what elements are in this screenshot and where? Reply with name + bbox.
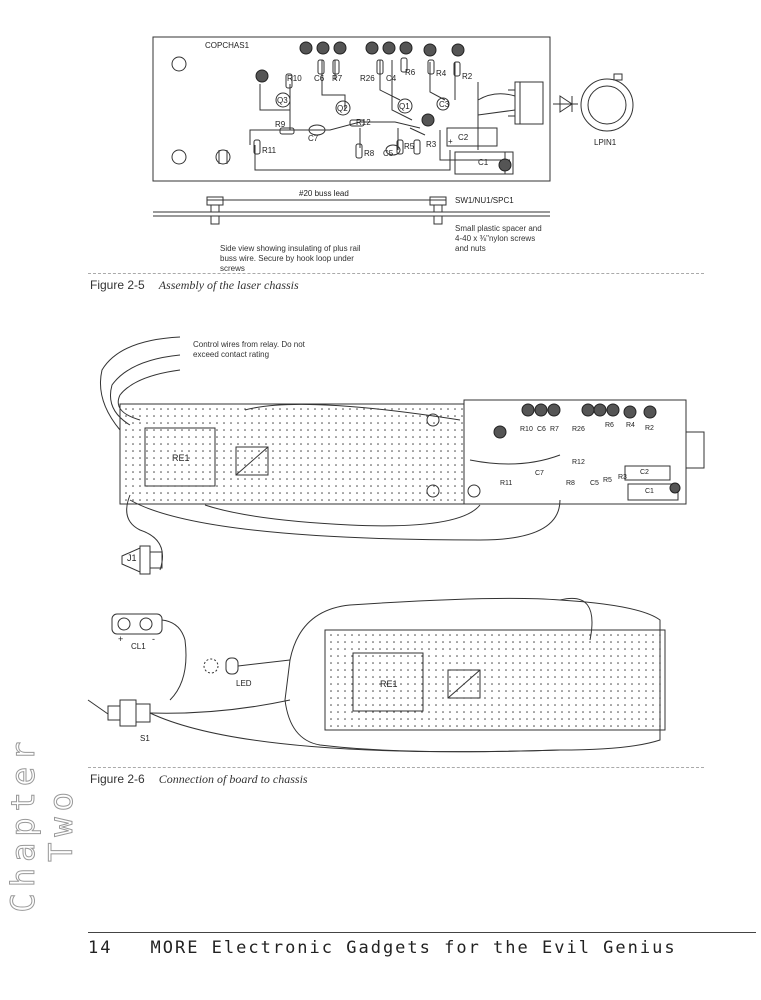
footer-rule: [88, 932, 756, 933]
fig6-c5: C5: [590, 480, 599, 487]
fig6-jack-label: J1: [127, 553, 137, 563]
fig5-side-view-note: Side view showing insulating of plus rai…: [220, 244, 361, 273]
fig6-control-note: Control wires from relay. Do not exceed …: [193, 340, 305, 359]
fig5-c2: C2: [458, 133, 469, 142]
fig5-r3: R3: [426, 140, 437, 149]
fig5-r26: R26: [360, 74, 375, 83]
fig6-caption-rule: [88, 767, 704, 768]
fig6-r3: R3: [618, 474, 627, 481]
fig6-caption-title: Connection of board to chassis: [158, 772, 308, 786]
page-number: 14: [88, 938, 113, 958]
fig5-r7: R7: [332, 74, 343, 83]
fig5-c7: C7: [308, 134, 319, 143]
fig6-caption: Figure 2-6 Connection of board to chassis: [90, 772, 308, 787]
fig6-caption-number: Figure 2-6: [90, 772, 145, 786]
fig6-r26: R26: [572, 426, 585, 433]
fig6-c2: C2: [640, 469, 649, 476]
fig5-buss-label: #20 buss lead: [299, 189, 349, 198]
figure-2-6-drawing: [87, 336, 705, 753]
fig5-c4: C4: [386, 74, 397, 83]
fig5-caption-number: Figure 2-5: [90, 278, 145, 292]
fig6-r12: R12: [572, 459, 585, 466]
fig5-caption: Figure 2-5 Assembly of the laser chassis: [90, 278, 299, 293]
fig5-caption-title: Assembly of the laser chassis: [158, 278, 299, 292]
fig5-q1: Q1: [399, 102, 410, 111]
page-footer: 14 MORE Electronic Gadgets for the Evil G…: [88, 938, 677, 958]
fig6-c6: C6: [537, 426, 546, 433]
fig6-relay-top: RE1: [172, 453, 190, 463]
fig5-r10: R10: [287, 74, 302, 83]
fig6-r8: R8: [566, 480, 575, 487]
fig6-r2: R2: [645, 425, 654, 432]
fig5-spacer-label: SW1/NU1/SPC1: [455, 196, 514, 205]
fig6-c7: C7: [535, 470, 544, 477]
fig6-clip-label: CL1: [131, 642, 146, 651]
fig5-r6: R6: [405, 68, 416, 77]
fig5-r11: R11: [262, 146, 277, 155]
fig5-r5: R5: [404, 142, 415, 151]
fig5-spacer-note: Small plastic spacer and 4-40 x ⅜"nylon …: [455, 224, 542, 253]
fig6-led-label: LED: [236, 679, 252, 688]
chapter-sidebar-text: Chapter Two: [4, 735, 81, 913]
fig5-lens-label: LPIN1: [594, 138, 617, 147]
fig5-c6: C6: [314, 74, 325, 83]
book-title: MORE Electronic Gadgets for the Evil Gen…: [150, 938, 677, 958]
fig5-r8: R8: [364, 149, 375, 158]
fig6-clip-plus: +: [118, 634, 124, 644]
fig6-r4: R4: [626, 422, 635, 429]
fig5-board-label: COPCHAS1: [205, 41, 250, 50]
fig5-r4: R4: [436, 69, 447, 78]
fig5-r9: R9: [275, 120, 286, 129]
fig6-c1: C1: [645, 488, 654, 495]
fig6-r10: R10: [520, 426, 533, 433]
fig5-q3: Q3: [277, 96, 288, 105]
fig6-r6: R6: [605, 422, 614, 429]
fig5-q2: Q2: [337, 104, 348, 113]
fig6-r7: R7: [550, 426, 559, 433]
fig5-c1: C1: [478, 158, 489, 167]
fig6-clip-minus: -: [152, 634, 155, 644]
fig5-c5: C5: [383, 149, 394, 158]
fig5-c2-plus: +: [448, 137, 453, 146]
figure-2-5-drawing: [152, 36, 634, 225]
fig6-r5: R5: [603, 477, 612, 484]
fig5-c3: C3: [439, 100, 450, 109]
fig6-switch-label: S1: [140, 734, 150, 743]
fig6-r11: R11: [500, 480, 513, 487]
fig5-caption-rule: [88, 273, 704, 274]
fig5-r2: R2: [462, 72, 473, 81]
fig5-r12: R12: [356, 118, 371, 127]
fig6-relay-bottom: RE1: [380, 679, 398, 689]
